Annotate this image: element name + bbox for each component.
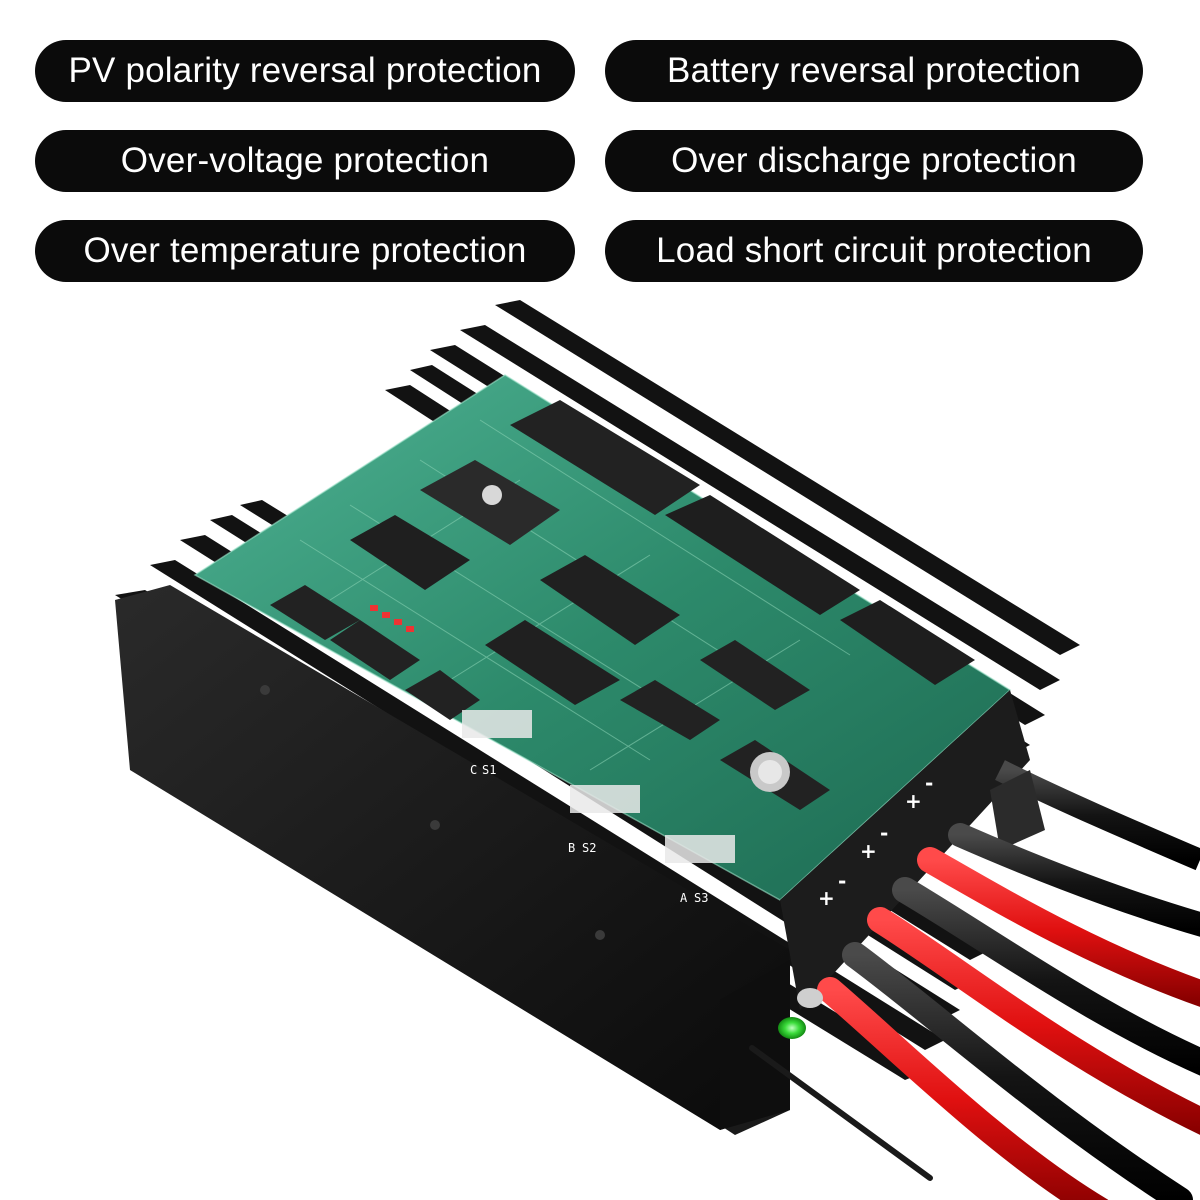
feature-pill-battery-reversal: Battery reversal protection: [605, 40, 1143, 102]
terminal-mark-1: +: [905, 789, 922, 813]
switch-label-s3: S3: [694, 891, 708, 905]
feature-pill-load-short-circuit: Load short circuit protection: [605, 220, 1143, 282]
status-leds: [778, 988, 823, 1039]
terminal-mark-4: -: [880, 821, 888, 845]
feature-pill-over-discharge: Over discharge protection: [605, 130, 1143, 192]
sensor-cable: [990, 760, 1200, 871]
power-cables: [817, 823, 1200, 1200]
dip-switches: C S1 B S2 A S3: [462, 710, 735, 905]
switch-label-b: B: [568, 841, 575, 855]
terminal-mark-5: +: [818, 886, 835, 910]
feature-pill-pv-polarity: PV polarity reversal protection: [35, 40, 575, 102]
feature-pill-over-voltage: Over-voltage protection: [35, 130, 575, 192]
ic-chips: [270, 400, 975, 810]
switch-label-a: A: [680, 891, 688, 905]
feature-pill-over-temperature: Over temperature protection: [35, 220, 575, 282]
temperature-probe: [749, 1045, 933, 1181]
switch-label-c: C: [470, 763, 477, 777]
terminal-mark-3: +: [860, 839, 877, 863]
terminal-end-panel: + - + - + -: [780, 690, 1030, 1010]
switch-label-s1: S1: [482, 763, 496, 777]
terminal-mark-6: -: [838, 869, 846, 893]
terminal-mark-2: -: [925, 771, 933, 795]
charge-controller-photo: C S1 B S2 A S3 + - + - + -: [0, 290, 1200, 1200]
heatsink-side-wall: [115, 585, 790, 1130]
green-led: [778, 1017, 806, 1039]
switch-label-s2: S2: [582, 841, 596, 855]
